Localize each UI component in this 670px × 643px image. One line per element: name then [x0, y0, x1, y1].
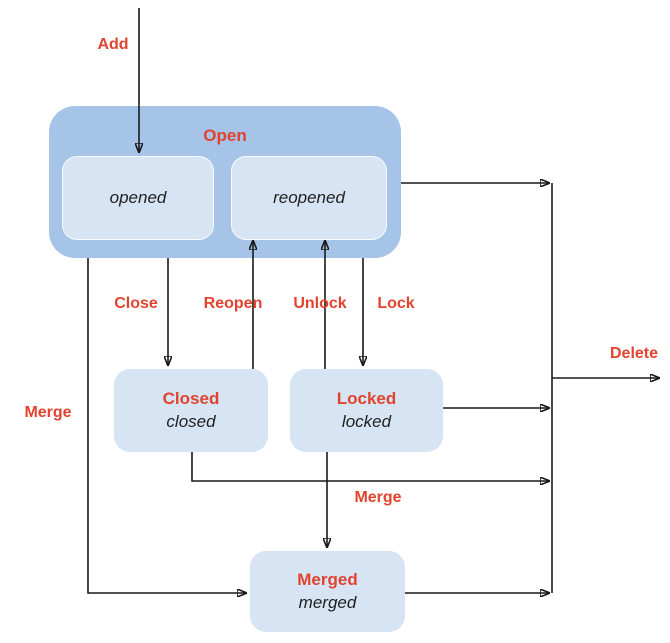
state-merged-substate: merged	[298, 592, 357, 612]
edge-label-merge-center: Merge	[354, 489, 402, 506]
edge-label-reopen: Reopen	[203, 295, 263, 312]
edge-closed-to-delete-bus	[191, 452, 549, 481]
edge-label-close: Close	[114, 295, 158, 312]
open-group-title: Open	[203, 126, 247, 145]
state-merged-title: Merged	[297, 570, 358, 590]
substate-reopened: reopened	[231, 156, 387, 240]
edge-label-unlock: Unlock	[293, 295, 347, 312]
state-merged: Merged merged	[250, 551, 405, 632]
state-locked-substate: locked	[341, 411, 392, 431]
edge-label-merge-left: Merge	[24, 404, 72, 421]
edge-label-delete: Delete	[609, 345, 659, 362]
state-locked: Locked locked	[290, 369, 443, 452]
state-closed-substate: closed	[166, 411, 216, 431]
state-closed: Closed closed	[114, 369, 268, 452]
substate-opened: opened	[62, 156, 214, 240]
substate-opened-label: opened	[109, 188, 167, 207]
state-closed-title: Closed	[162, 389, 220, 409]
edge-label-add: Add	[97, 36, 129, 53]
edge-label-lock: Lock	[377, 295, 415, 312]
substate-reopened-label: reopened	[273, 188, 345, 207]
state-locked-title: Locked	[336, 389, 397, 409]
